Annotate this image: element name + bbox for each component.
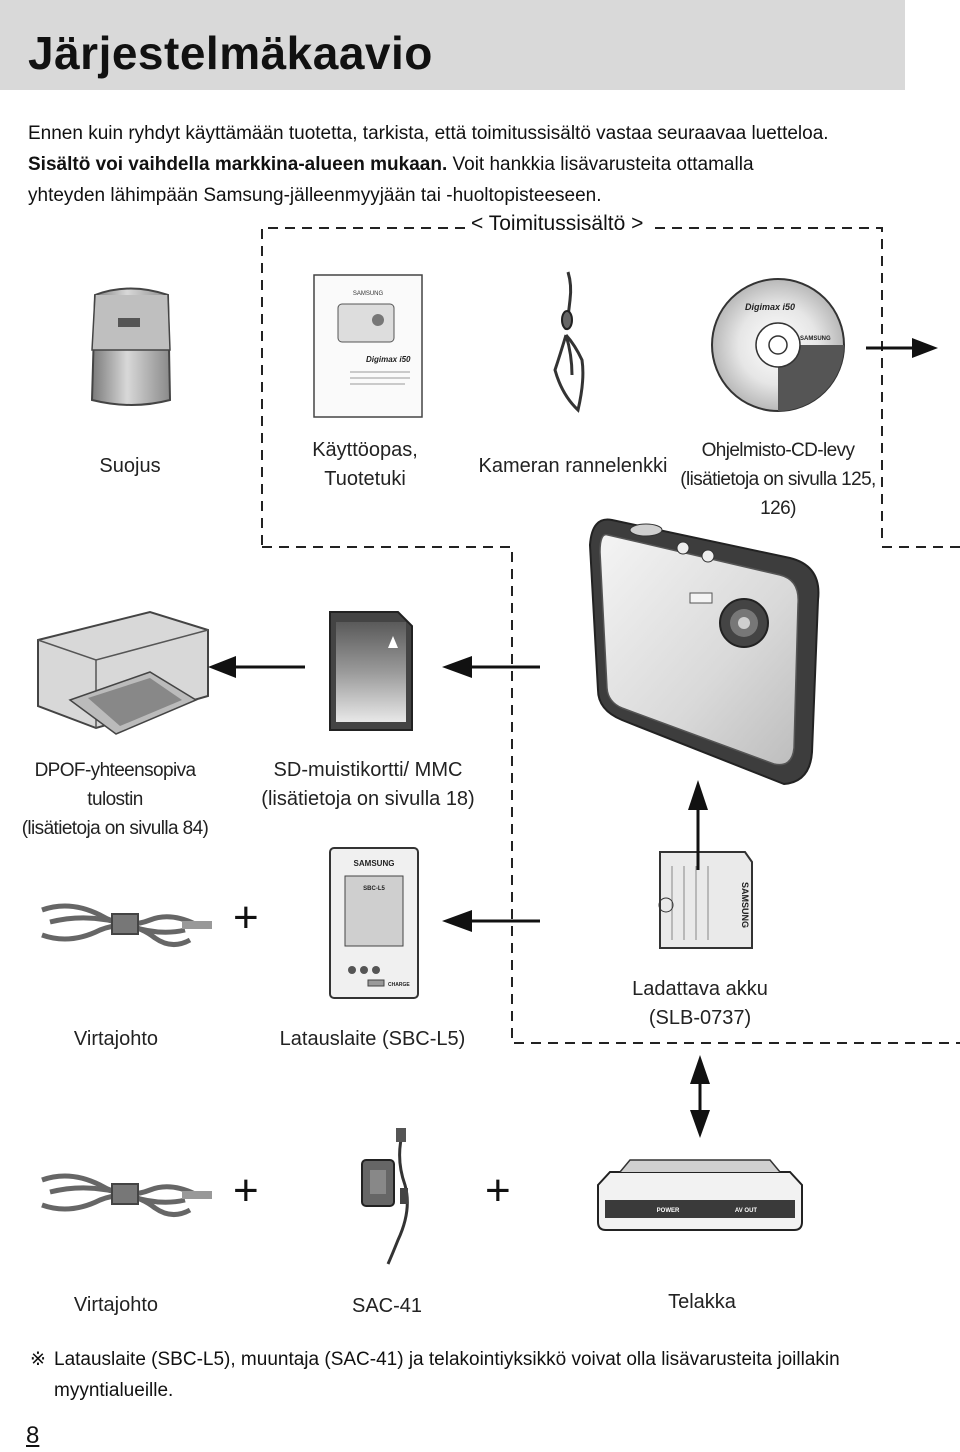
printer-label-line-1: DPOF-yhteensopiva tulostin — [34, 760, 196, 810]
cd-image: Digimax i50 SAMSUNG — [711, 278, 845, 412]
charger-label: Latauslaite (SBC-L5) — [279, 1028, 466, 1050]
footer-note-line-1: ※ Latauslaite (SBC-L5), muuntaja (SAC-41)… — [30, 1344, 930, 1375]
intro-text: Ennen kuin ryhdyt käyttämään tuotetta, t… — [28, 118, 928, 211]
cradle-port-av: AV OUT — [735, 1208, 758, 1214]
footer-note-line-2: myyntialueille. — [54, 1380, 174, 1401]
footer-note-text-1: Latauslaite (SBC-L5), muuntaja (SAC-41) … — [54, 1349, 840, 1370]
footer-note: ※ Latauslaite (SBC-L5), muuntaja (SAC-41)… — [30, 1344, 930, 1406]
manual-image: SAMSUNG Digimax i50 — [313, 274, 423, 418]
plus-icon: + — [233, 893, 259, 942]
arrow-left-icon — [208, 656, 236, 678]
power-cord-2-label: Virtajohto — [73, 1294, 159, 1316]
sd-card-label-line-1: SD-muistikortti/ MMC — [273, 759, 463, 781]
cd-disc-brand: SAMSUNG — [800, 336, 831, 342]
cradle-port-power: POWER — [657, 1208, 680, 1214]
arrows — [208, 338, 938, 1138]
cd-label-line-2: (lisätietoja on sivulla 125, 126) — [680, 469, 876, 519]
battery-label-line-1: Ladattava akku — [632, 978, 768, 1000]
arrow-down-icon — [690, 1110, 710, 1138]
charger-charge-text: CHARGE — [388, 982, 410, 988]
plus-icon: + — [233, 1166, 259, 1215]
printer-label-line-2: (lisätietoja on sivulla 84) — [21, 818, 209, 839]
sd-card-image — [329, 611, 413, 731]
camera-image — [588, 518, 820, 786]
arrow-left-icon — [442, 910, 472, 932]
charger-model: SBC-L5 — [363, 886, 385, 892]
cradle-image: POWER AV OUT — [597, 1159, 803, 1231]
printer-label: DPOF-yhteensopiva tulostin (lisätietoja … — [10, 756, 220, 843]
arrow-right-icon — [912, 338, 938, 358]
charger-image: SAMSUNG SBC-L5 CHARGE — [329, 847, 419, 999]
printer-image — [37, 610, 209, 735]
cd-label-line-1: Ohjelmisto-CD-levy — [701, 440, 855, 461]
power-cord-1-label: Virtajohto — [73, 1028, 159, 1050]
page-title: Järjestelmäkaavio — [28, 27, 433, 79]
intro-line-3: yhteyden lähimpään Samsung-jälleenmyyjää… — [28, 185, 602, 206]
strap-label: Kameran rannelenkki — [478, 455, 668, 477]
manual-label: Käyttöopas, Tuotetuki — [300, 436, 430, 494]
strap-image — [553, 271, 585, 413]
delivery-box-title: < Toimitussisältö > — [465, 212, 650, 236]
arrow-up-icon — [688, 780, 708, 810]
delivery-box-frame — [261, 227, 960, 1044]
intro-line-2-bold: Sisältö voi vaihdella markkina-alueen mu… — [28, 154, 448, 175]
adapter-image — [361, 1128, 409, 1265]
manual-cover-model: Digimax i50 — [366, 355, 411, 364]
cd-label: Ohjelmisto-CD-levy (lisätietoja on sivul… — [672, 436, 884, 523]
battery-image: SAMSUNG — [658, 851, 753, 949]
case-image — [90, 287, 172, 406]
manual-label-line-2: Tuotetuki — [324, 468, 406, 490]
cradle-label: Telakka — [668, 1291, 736, 1313]
cd-disc-model: Digimax i50 — [745, 302, 795, 312]
intro-line-1: Ennen kuin ryhdyt käyttämään tuotetta, t… — [28, 123, 829, 144]
battery-brand: SAMSUNG — [740, 882, 750, 928]
arrow-left-icon — [442, 656, 472, 678]
intro-line-2-rest: Voit hankkia lisävarusteita ottamalla — [447, 154, 754, 175]
page-number: 8 — [26, 1422, 40, 1449]
title-band — [0, 0, 905, 90]
sd-card-label: SD-muistikortti/ MMC (lisätietoja on siv… — [255, 756, 481, 814]
sd-card-label-line-2: (lisätietoja on sivulla 18) — [261, 788, 475, 810]
plus-icon: + — [485, 1166, 511, 1215]
adapter-label: SAC-41 — [351, 1295, 423, 1317]
battery-label-line-2: (SLB-0737) — [648, 1007, 752, 1029]
arrow-up-icon — [690, 1055, 710, 1084]
note-mark-icon: ※ — [30, 1349, 46, 1370]
power-cord-1-image — [41, 903, 212, 947]
battery-label: Ladattava akku (SLB-0737) — [610, 975, 790, 1033]
manual-cover-brand: SAMSUNG — [353, 291, 384, 297]
case-label: Suojus — [99, 455, 161, 477]
manual-label-line-1: Käyttöopas, — [312, 439, 418, 461]
intro-line-2: Sisältö voi vaihdella markkina-alueen mu… — [28, 149, 928, 180]
charger-brand: SAMSUNG — [354, 859, 395, 868]
power-cord-2-image — [41, 1173, 212, 1217]
